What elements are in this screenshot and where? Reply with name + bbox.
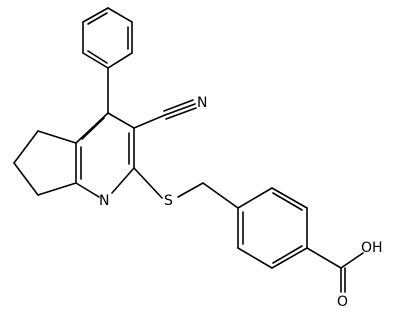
bond: [133, 114, 166, 129]
bond: [13, 162, 39, 196]
bond: [165, 107, 197, 120]
bond: [272, 192, 303, 211]
bond: [202, 182, 239, 209]
bond: [272, 245, 303, 264]
thioether-linker: [133, 167, 239, 209]
bond: [340, 252, 364, 269]
bond: [107, 112, 135, 129]
bond: [111, 167, 135, 194]
atom-label-oh: OH: [361, 240, 383, 256]
atom-label-nitrile-n: N: [197, 95, 207, 111]
bond: [164, 103, 196, 116]
bond: [87, 50, 108, 64]
atom-label-carbonyl-o: O: [337, 294, 348, 310]
atom-label-ring-n: N: [99, 193, 109, 209]
bond: [177, 182, 204, 198]
bond: [81, 117, 105, 140]
bond: [306, 247, 342, 269]
nitrile-group: N: [133, 95, 207, 129]
pyridine-ring: [75, 112, 135, 198]
bond: [133, 167, 163, 199]
bond: [107, 7, 133, 23]
phenyl-ring: [82, 7, 133, 69]
bond: [163, 99, 194, 112]
bond: [271, 247, 308, 269]
bond: [75, 112, 109, 144]
carboxylic-acid-group: OH O: [306, 240, 383, 310]
benzene-ring: [237, 187, 308, 269]
bond: [237, 247, 273, 269]
bond: [82, 52, 109, 69]
cyclopentane-ring: [13, 130, 77, 196]
bond: [82, 7, 109, 23]
bond: [37, 182, 77, 196]
bond: [237, 187, 273, 209]
bond: [87, 12, 108, 25]
bond: [75, 182, 100, 198]
bond: [13, 130, 39, 164]
bond: [37, 130, 77, 144]
atom-label-sulfur: S: [164, 193, 173, 209]
bond: [107, 52, 133, 69]
bond: [271, 187, 308, 209]
